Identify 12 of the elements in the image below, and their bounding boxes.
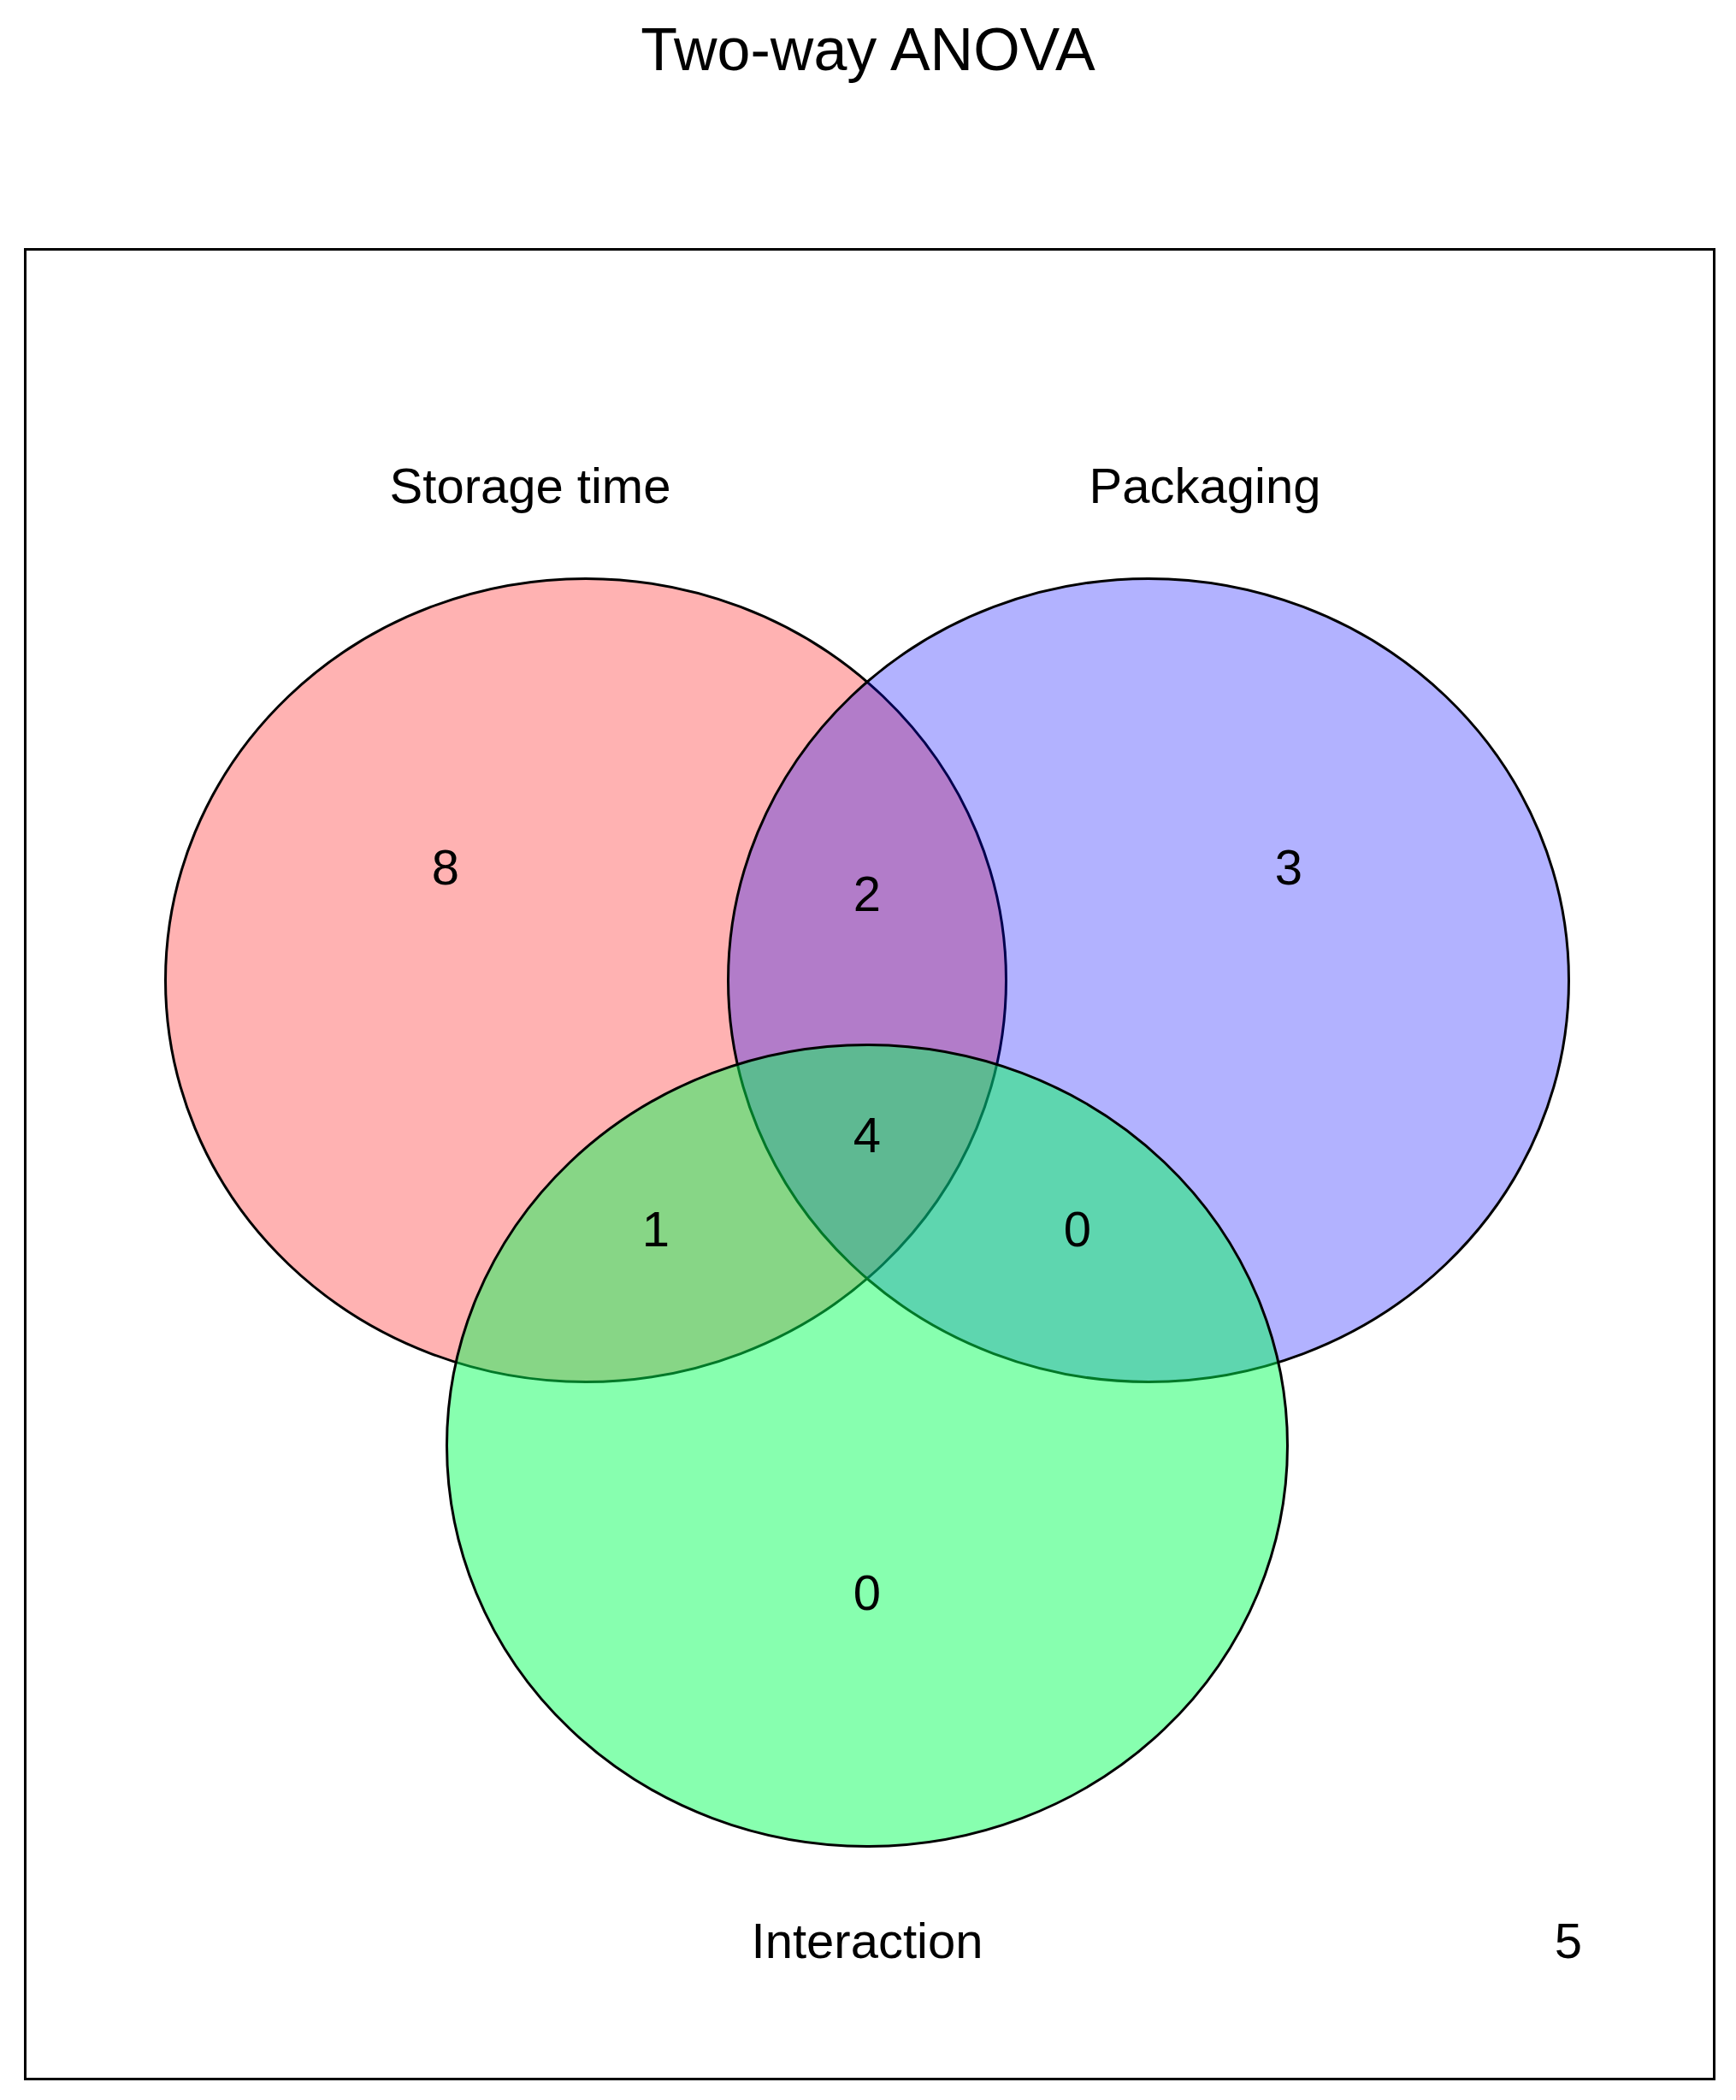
chart-title: Two-way ANOVA — [640, 15, 1096, 84]
count-label: 8 — [431, 839, 460, 896]
count-label: 2 — [853, 866, 882, 922]
count-label: 1 — [641, 1201, 670, 1257]
count-label: 5 — [1554, 1913, 1583, 1969]
count-label: 0 — [853, 1565, 882, 1621]
count-label: 0 — [1063, 1201, 1092, 1257]
count-label: 4 — [853, 1107, 882, 1163]
set-label: Interaction — [751, 1913, 983, 1969]
set-label: Packaging — [1089, 458, 1321, 514]
count-label: 3 — [1274, 839, 1303, 896]
set-label: Storage time — [389, 458, 671, 514]
